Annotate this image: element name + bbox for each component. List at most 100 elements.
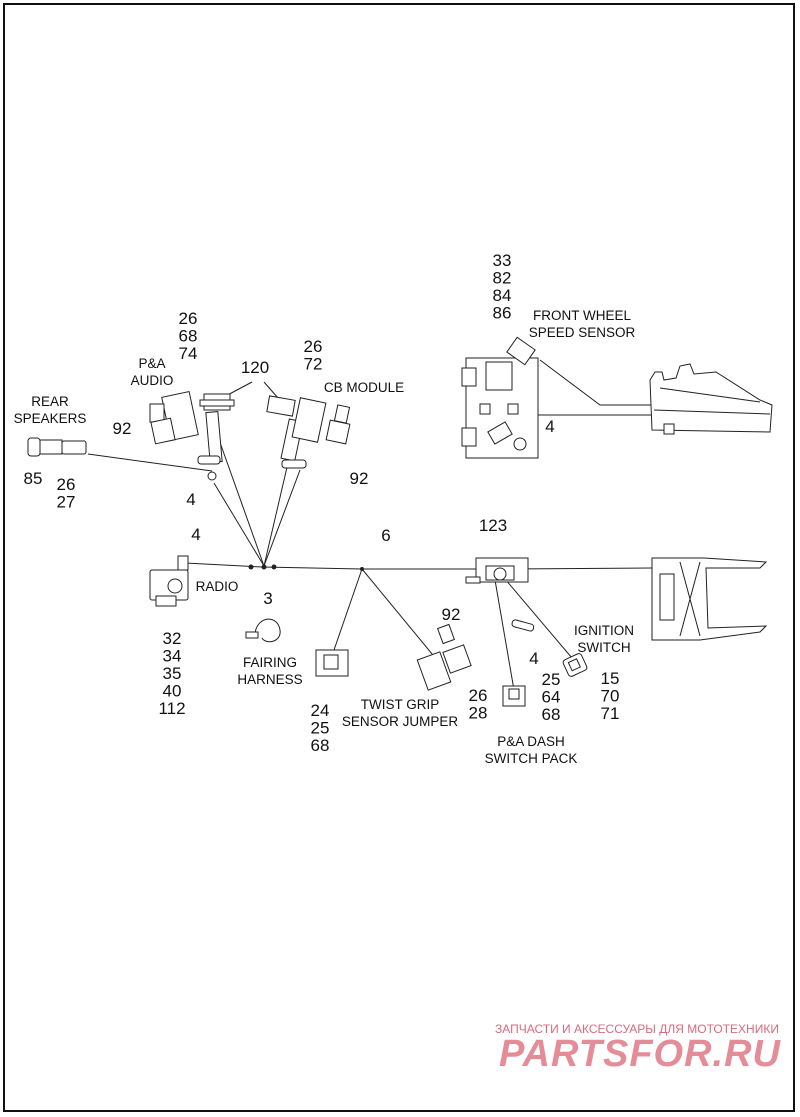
label-line: 34	[163, 647, 182, 666]
label-line: 85	[24, 469, 43, 488]
label-line: 4	[545, 417, 554, 436]
label-line: 3	[263, 589, 272, 608]
cb-module-connector	[291, 397, 351, 445]
label-line: 86	[493, 304, 512, 323]
label-line: FRONT WHEEL	[533, 308, 631, 323]
label-line: 35	[163, 664, 182, 683]
component-labels: REAR SPEAKERS P&A AUDIO CB MODULE FRONT WH…	[14, 308, 636, 766]
label-twist-grip-sensor-jumper: TWIST GRIP SENSOR JUMPER	[342, 697, 459, 729]
label-line: 92	[350, 469, 369, 488]
label-line: 26	[304, 337, 323, 356]
label-line: FAIRING	[243, 655, 297, 670]
label-line: 15	[601, 669, 620, 688]
label-line: REAR	[31, 394, 69, 409]
callout-92-right: 92	[350, 469, 369, 488]
callout-92-left: 92	[113, 419, 132, 438]
switch-bracket-123	[465, 557, 529, 584]
label-line: 40	[163, 682, 182, 701]
callout-85: 85	[24, 469, 43, 488]
label-line: 64	[542, 688, 561, 707]
speaker-connector	[27, 437, 87, 457]
label-rear-speakers: REAR SPEAKERS	[14, 394, 87, 426]
label-line: 27	[57, 493, 76, 512]
label-line: 6	[381, 526, 390, 545]
fairing-clamp	[245, 618, 281, 643]
label-line: 26	[57, 475, 76, 494]
label-ignition-switch: IGNITION SWITCH	[574, 623, 634, 655]
label-line: 32	[163, 629, 182, 648]
radio-connector	[149, 555, 189, 607]
connector-120-left	[197, 393, 235, 465]
twist-grip-connector	[416, 623, 472, 691]
label-line: SWITCH	[577, 640, 630, 655]
label-line: 33	[493, 251, 512, 270]
label-line: AUDIO	[131, 373, 174, 388]
label-line: 71	[601, 704, 620, 723]
label-pa-audio: P&A AUDIO	[131, 356, 174, 388]
front-wheel-sensor-bracket	[461, 336, 539, 459]
label-line: 68	[179, 327, 198, 346]
callout-120: 120	[241, 358, 269, 377]
label-line: 92	[442, 605, 461, 624]
callout-4-dash: 4	[529, 649, 538, 668]
label-fairing-harness: FAIRING HARNESS	[237, 655, 302, 687]
junction-clip	[207, 471, 364, 571]
watermark-brand: PARTSFOR.RU	[499, 1033, 781, 1075]
label-line: 68	[311, 736, 330, 755]
label-line: SPEED SENSOR	[529, 325, 636, 340]
fairing-harness-connector	[315, 649, 349, 677]
label-line: SWITCH PACK	[485, 751, 578, 766]
label-cb-module: CB MODULE	[324, 380, 404, 395]
label-line: 25	[311, 719, 330, 738]
label-line: 4	[529, 649, 538, 668]
callout-3: 3	[263, 589, 272, 608]
label-line: IGNITION	[574, 623, 634, 638]
watermark: ЗАПЧАСТИ И АКСЕССУАРЫ ДЛЯ МОТОТЕХНИКИ PA…	[495, 1022, 781, 1075]
label-line: 123	[479, 516, 507, 535]
callout-92-twist: 92	[442, 605, 461, 624]
label-line: 4	[191, 525, 200, 544]
label-line: HARNESS	[237, 672, 302, 687]
label-line: 26	[179, 309, 198, 328]
label-radio: RADIO	[196, 579, 239, 594]
label-line: 4	[186, 490, 195, 509]
callout-4-left: 4	[186, 490, 195, 509]
label-line: 72	[304, 355, 323, 374]
handlebar-bracket	[651, 557, 768, 641]
callout-6: 6	[381, 526, 390, 545]
label-line: RADIO	[196, 579, 239, 594]
callout-4-front: 4	[545, 417, 554, 436]
ignition-switch-connector	[562, 653, 588, 677]
diagram-frame	[3, 3, 795, 1112]
label-line: SPEAKERS	[14, 411, 87, 426]
label-line: 25	[542, 670, 561, 689]
label-line: 74	[179, 344, 198, 363]
pa-audio-connector	[149, 390, 199, 445]
label-line: TWIST GRIP	[361, 697, 440, 712]
label-line: 112	[158, 699, 185, 718]
label-line: 92	[113, 419, 132, 438]
callout-123: 123	[479, 516, 507, 535]
label-line: P&A	[138, 356, 165, 371]
label-line: SENSOR JUMPER	[342, 714, 459, 729]
label-line: 68	[542, 705, 561, 724]
label-front-wheel-speed-sensor: FRONT WHEEL SPEED SENSOR	[529, 308, 636, 340]
label-line: P&A DASH	[497, 734, 565, 749]
front-fender-harness-cover	[649, 363, 773, 435]
watermark-tagline: ЗАПЧАСТИ И АКСЕССУАРЫ ДЛЯ МОТОТЕХНИКИ	[495, 1022, 779, 1036]
label-line: 26	[469, 686, 488, 705]
callout-4-radio: 4	[191, 525, 200, 544]
label-line: 28	[469, 704, 488, 723]
label-pa-dash-switch-pack: P&A DASH SWITCH PACK	[485, 734, 578, 766]
